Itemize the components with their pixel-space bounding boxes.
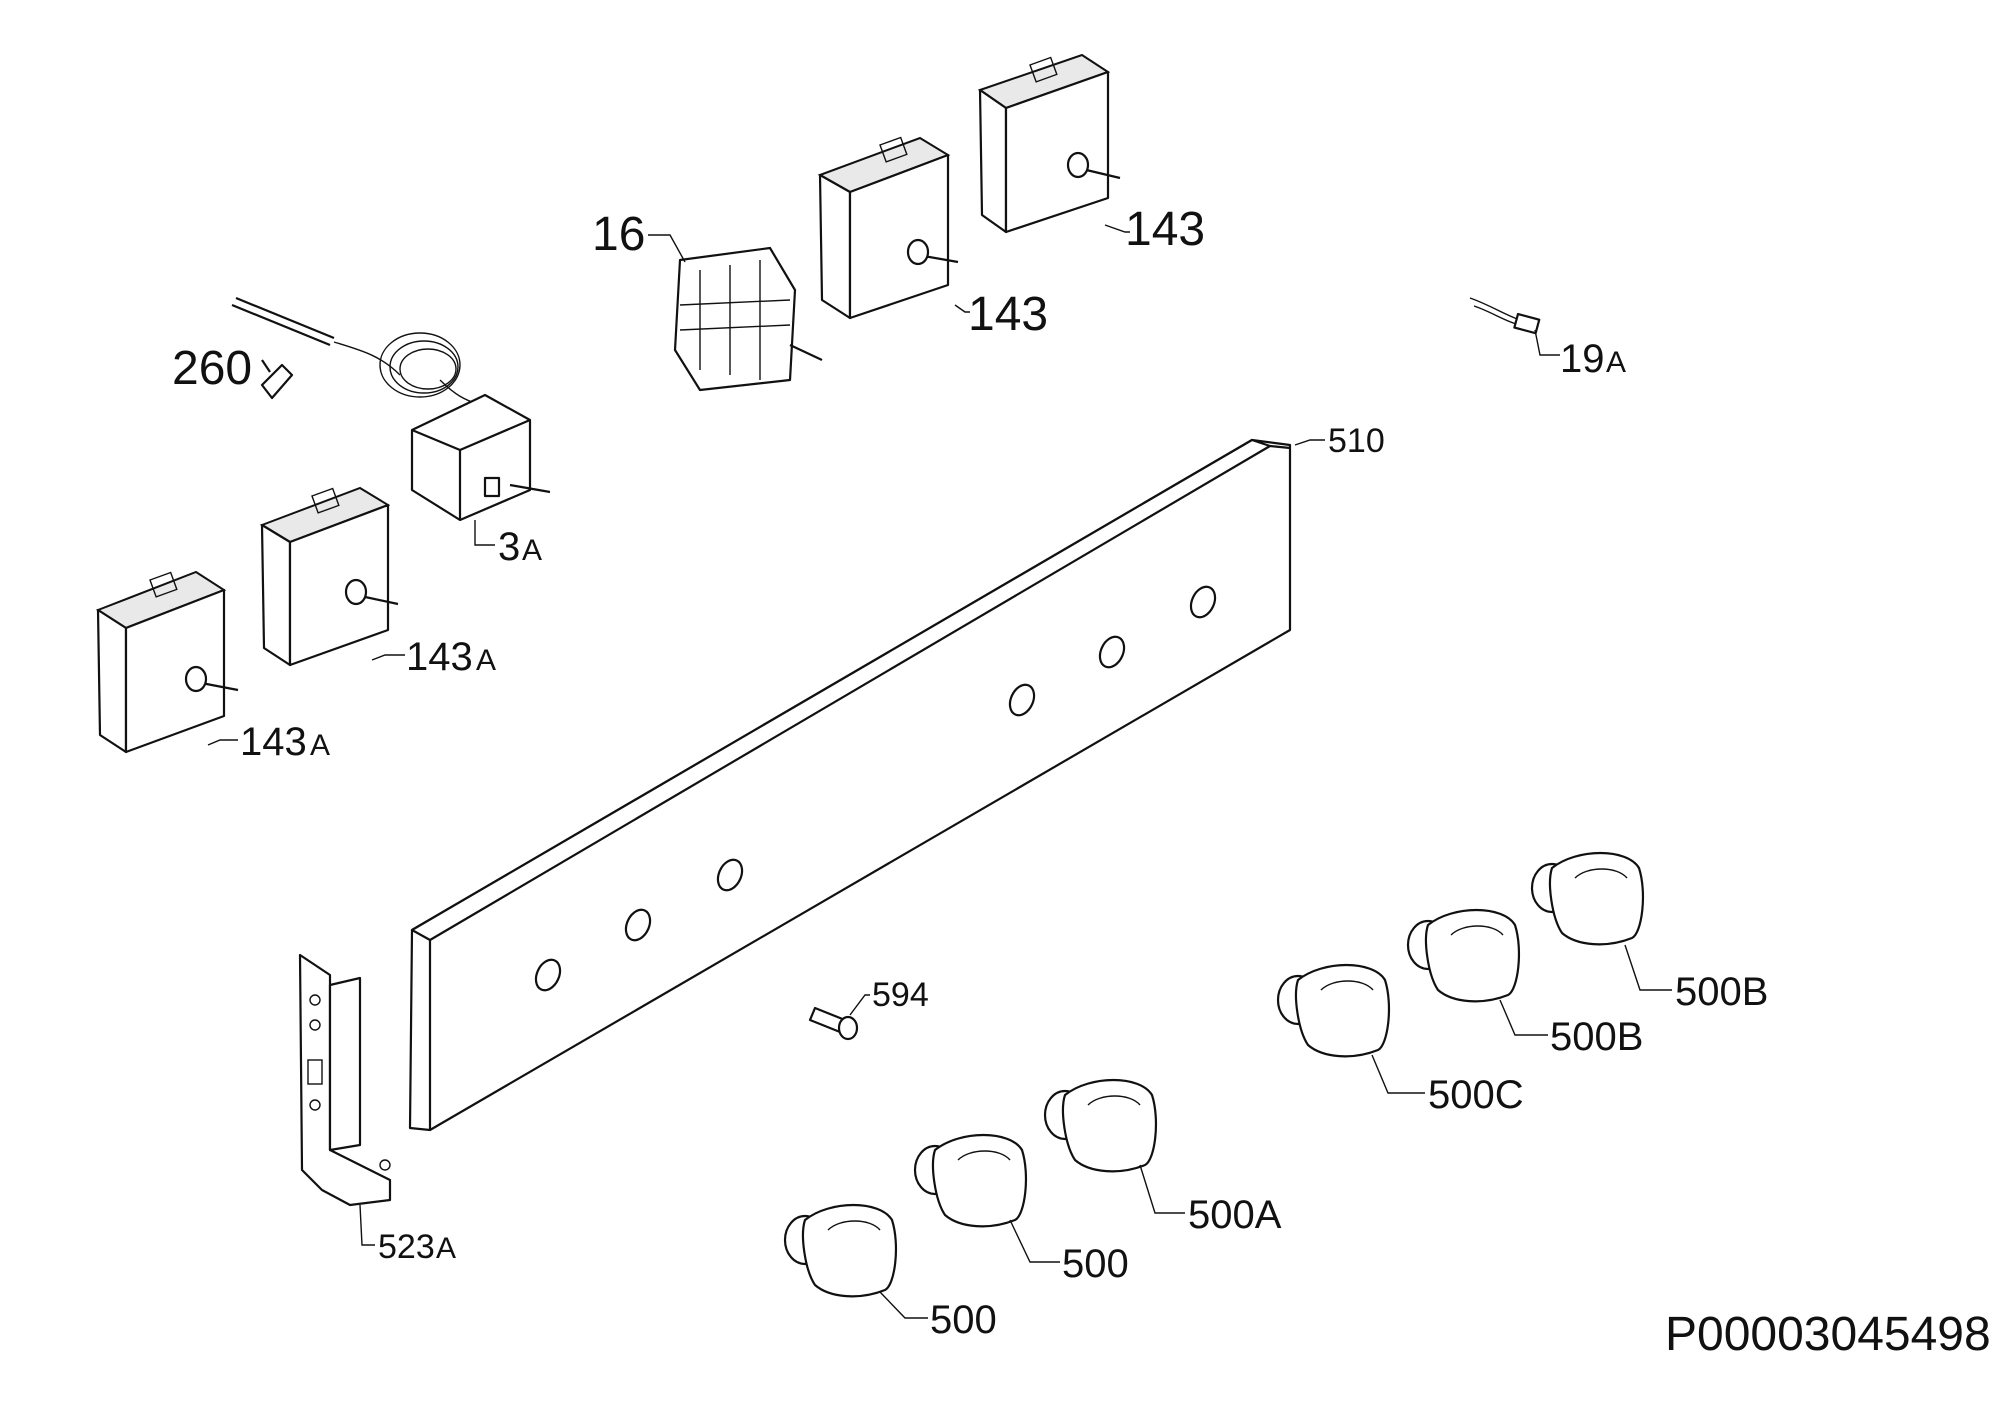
label-143A-upper-suffix: A: [476, 644, 496, 677]
clip-260: [260, 359, 294, 400]
label-500-front: 500: [930, 1298, 997, 1342]
label-500A: 500A: [1188, 1193, 1282, 1237]
knob-500A: [1043, 1079, 1158, 1173]
regulator-143A-upper: [259, 486, 399, 667]
wire-19A: [1469, 297, 1541, 335]
label-19: 19: [1560, 337, 1605, 381]
label-500B-middle: 500B: [1550, 1015, 1643, 1059]
label-19-suffix: A: [1606, 346, 1626, 379]
part-labels: 16 143 143 19 A 260 510 3 A 143 A 143 A …: [172, 203, 1991, 1361]
knob-500B-back: [1530, 852, 1645, 946]
screw-594: [808, 1006, 859, 1041]
label-260: 260: [172, 342, 252, 395]
regulator-143A-lower: [95, 570, 239, 754]
label-510: 510: [1328, 422, 1385, 460]
label-500C: 500C: [1428, 1073, 1524, 1117]
label-3-suffix: A: [522, 534, 542, 567]
knob-500-front: [783, 1204, 898, 1298]
knob-500-middle: [913, 1134, 1028, 1228]
label-523: 523: [378, 1228, 435, 1266]
label-143-right: 143: [1125, 203, 1205, 256]
control-panel-510: [408, 438, 1292, 1132]
regulator-143-center: [817, 136, 959, 320]
regulator-143-right: [977, 53, 1121, 234]
drawing-id: P00003045498: [1665, 1308, 1991, 1361]
label-143-center: 143: [968, 288, 1048, 341]
knob-500B-middle: [1406, 909, 1521, 1003]
label-523-suffix: A: [436, 1232, 456, 1265]
thermostat-3A: [231, 296, 551, 522]
leader-lines: [207, 224, 1672, 1319]
label-143A-lower-suffix: A: [310, 729, 330, 762]
label-143A-lower: 143: [240, 720, 307, 764]
bracket-523A: [298, 953, 392, 1207]
label-3: 3: [498, 525, 520, 569]
label-143A-upper: 143: [406, 635, 473, 679]
switch-block-16: [673, 246, 823, 392]
label-500B-back: 500B: [1675, 970, 1768, 1014]
label-594: 594: [872, 976, 929, 1014]
label-16: 16: [592, 208, 645, 261]
knob-500C: [1276, 964, 1391, 1058]
label-500-middle: 500: [1062, 1242, 1129, 1286]
